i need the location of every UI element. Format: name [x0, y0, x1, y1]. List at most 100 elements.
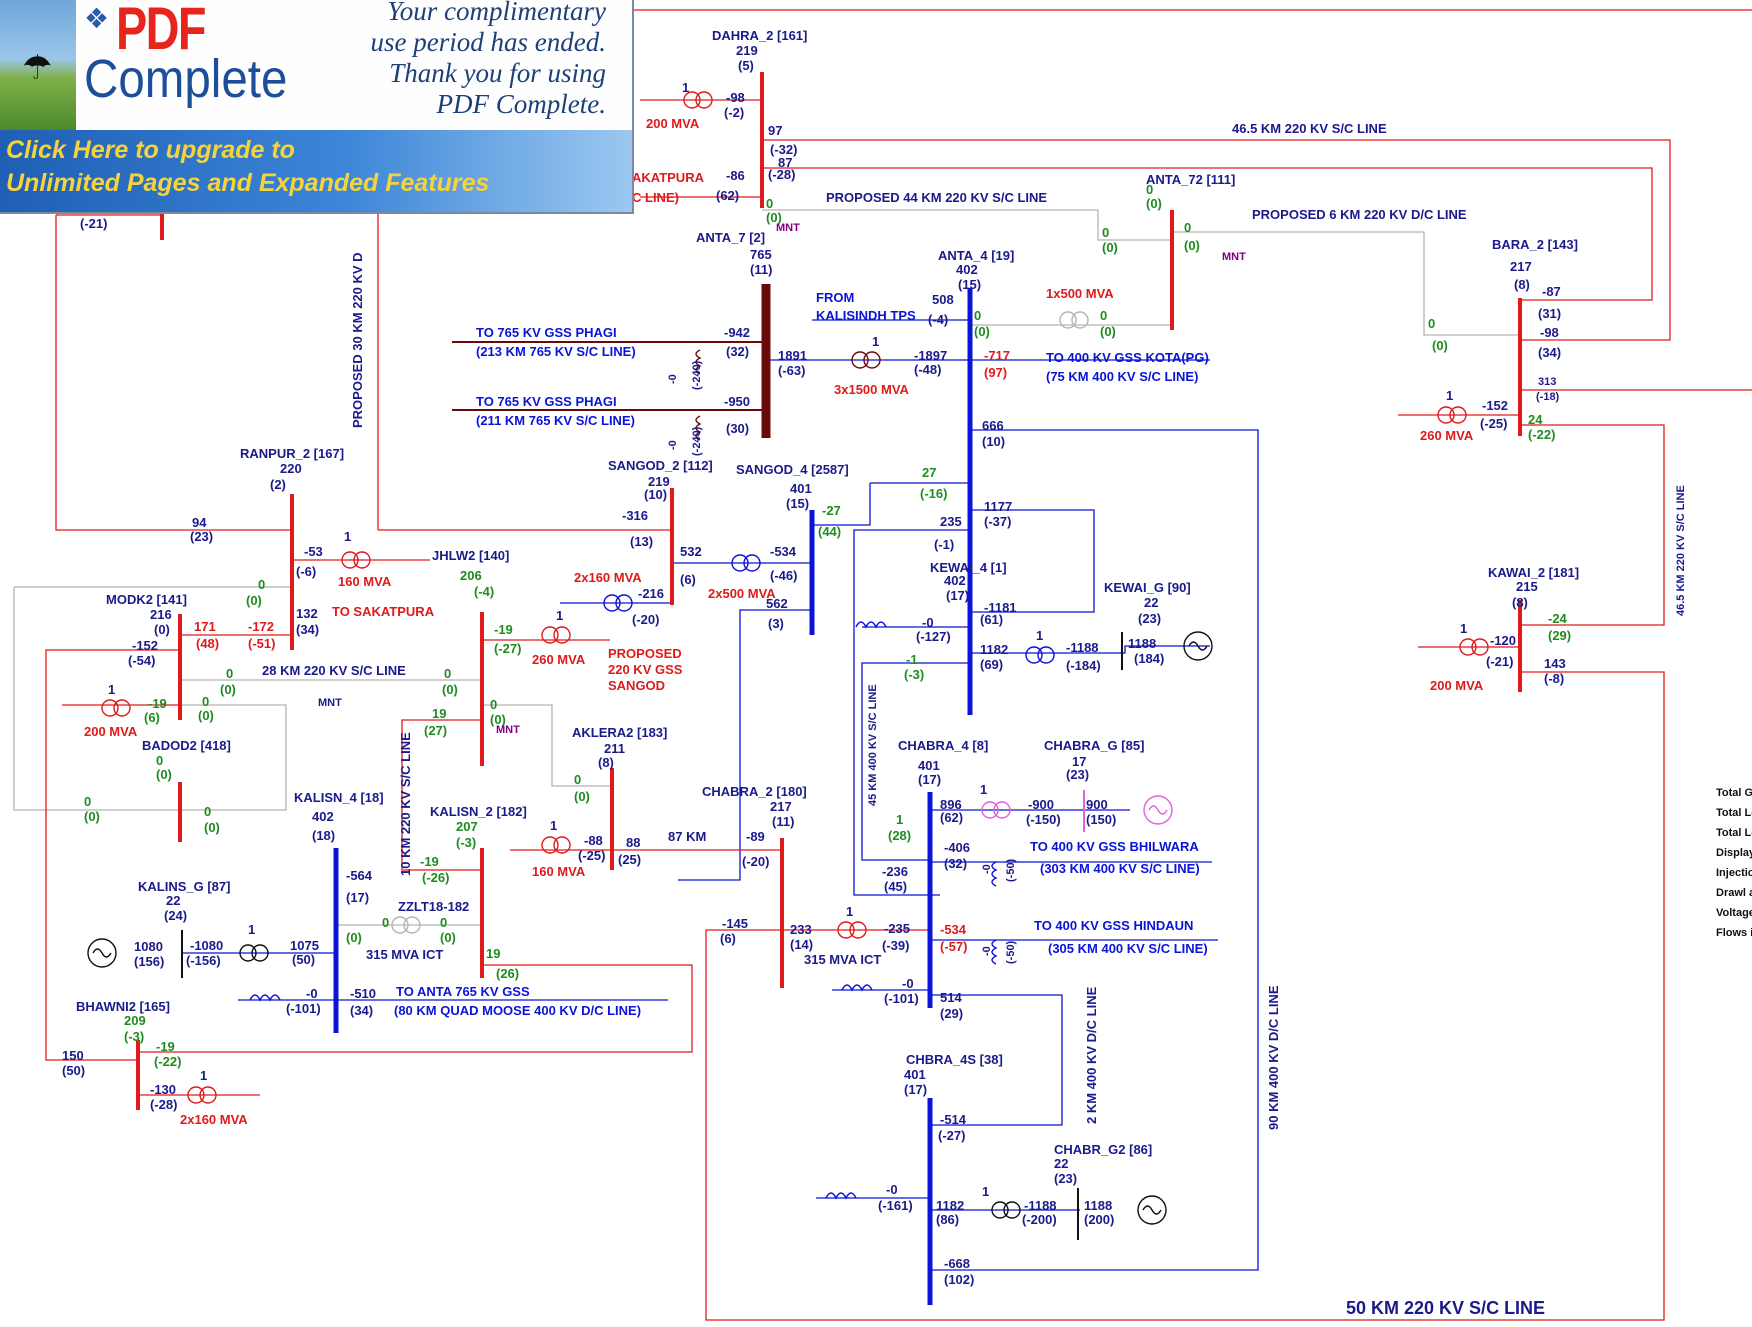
- kawai-m120: -120: [1490, 633, 1516, 648]
- line-sangod4-562: [678, 609, 812, 881]
- ranpur-34: (34): [296, 622, 319, 637]
- jhlw-m27: (-27): [494, 641, 521, 656]
- kewai4-angle: (17): [946, 588, 969, 603]
- anta4-zero-q: (0): [974, 324, 990, 339]
- chbra4s-bus-name: CHBRA_4S [38]: [906, 1052, 1003, 1067]
- dahra-m32: (-32): [770, 142, 797, 157]
- line-chabra-2km: [930, 994, 1063, 1126]
- modk-m54: (-54): [128, 653, 155, 668]
- generator-icon: [1137, 1195, 1167, 1225]
- chabra4-angle: (17): [918, 772, 941, 787]
- reactor-icon: [695, 349, 702, 375]
- modk-m172: -172: [248, 619, 274, 634]
- kewai-1182: 1182: [980, 642, 1008, 657]
- kalinsg-1075: 1075: [290, 938, 319, 953]
- ranpur-angle: (2): [270, 477, 286, 492]
- caption-2km: 2 KM 400 KV D/C LINE: [1084, 986, 1099, 1124]
- pdf-complete-banner[interactable]: ☂ ❖ PDF Complete Your complimentary use …: [0, 0, 634, 214]
- badod-left-zero: 0: [84, 794, 91, 809]
- reactor-b-q: (-240): [691, 426, 703, 456]
- kawai-29: (29): [1548, 628, 1571, 643]
- sangod-27: 27: [922, 465, 936, 480]
- bhawni-m19: -19: [156, 1039, 175, 1054]
- transformer-icon: [391, 916, 421, 934]
- modk2-bus-name: MODK2 [141]: [106, 592, 187, 607]
- kewaig-184: (184): [1134, 651, 1164, 666]
- kota-q: (97): [984, 365, 1007, 380]
- transformer-icon: [603, 594, 633, 612]
- kalisn2-mva: 160 MVA: [532, 864, 586, 879]
- anta7-bus-name: ANTA_7 [2]: [696, 230, 765, 245]
- sangod4-562: 562: [766, 596, 788, 611]
- line-jhlw-aklera: [482, 704, 612, 787]
- chabra4-reactor-q: (-50): [1005, 858, 1017, 882]
- modk-zero-d: (0): [198, 708, 214, 723]
- chabra2-tap: 1: [846, 904, 853, 919]
- sangod-m1: (-1): [934, 537, 954, 552]
- chabra4-reactor-p: -0: [981, 864, 993, 874]
- hindaun-reactor-p: -0: [981, 946, 993, 956]
- transformer-icon: [341, 551, 371, 569]
- dahra-87: 87: [778, 155, 792, 170]
- upgrade-link-line[interactable]: Unlimited Pages and Expanded Features: [6, 169, 490, 197]
- aklera-zero: 0: [574, 772, 581, 787]
- l28-mnt: MNT: [318, 697, 342, 709]
- kewai-m184: (-184): [1066, 658, 1101, 673]
- line-modk-loop: [13, 587, 182, 811]
- chabra2-m39: (-39): [882, 938, 909, 953]
- modk-48: (48): [196, 636, 219, 651]
- bhawni-tap: 1: [200, 1068, 207, 1083]
- ranpur-23: (23): [190, 529, 213, 544]
- chabrag-voltage: 17: [1072, 754, 1086, 769]
- kewai4-bus-name: KEWAI_4 [1]: [930, 560, 1007, 575]
- caption-46-5km: 46.5 KM 220 KV S/C LINE: [1232, 121, 1387, 136]
- kalisn4-angle: (18): [312, 828, 335, 843]
- dahra-m28: (-28): [768, 167, 795, 182]
- sangod2-bus-name: SANGOD_2 [112]: [608, 458, 713, 473]
- kewai-69: (69): [980, 657, 1003, 672]
- caption-28km: 28 KM 220 KV S/C LINE: [262, 663, 406, 678]
- aklera-zero-q: (0): [574, 789, 590, 804]
- chbra4s-voltage: 401: [904, 1067, 926, 1082]
- transformer-icon: [101, 699, 131, 717]
- anta7-angle: (11): [750, 262, 772, 277]
- sangod2-mva2: 2x160 MVA: [574, 570, 642, 585]
- chabra2-angle: (11): [772, 814, 794, 829]
- caption-10km: 10 KM 220 KV S/C LINE: [398, 732, 413, 876]
- chabra4-b0: -0: [902, 976, 914, 991]
- bhawni-chbra4s-area: BHAWNI2 [165] 209 (-3) 150 (50) -19 (-22…: [62, 999, 1152, 1287]
- chabra2-m145: -145: [722, 916, 748, 931]
- bara-m18: (-18): [1536, 391, 1560, 403]
- bara-m25: (-25): [1480, 416, 1507, 431]
- pdf-logo-icon: ❖: [84, 2, 110, 35]
- upgrade-link-text[interactable]: Click Here to upgrade to Unlimited Pages…: [6, 134, 489, 200]
- modk-zero-c: 0: [202, 694, 209, 709]
- upgrade-link-line[interactable]: Click Here to upgrade to: [6, 136, 295, 164]
- zz-mva: 315 MVA ICT: [366, 947, 443, 962]
- modk-tap: 1: [108, 682, 115, 697]
- chabra4-m236: -236: [882, 864, 908, 879]
- transformer-icon: [991, 1201, 1021, 1219]
- dahra-mva: 200 MVA: [646, 116, 700, 131]
- chabra4-b101: (-101): [884, 991, 919, 1006]
- chabrag-900: 900: [1086, 797, 1108, 812]
- modk2-voltage: 216: [150, 607, 172, 622]
- caption-45km: 45 KM 400 KV S/C LINE: [867, 684, 879, 806]
- upgrade-link[interactable]: Click Here to upgrade to Unlimited Pages…: [0, 130, 632, 212]
- bara-31: (31): [1538, 306, 1561, 321]
- kewai-area: KEWAI_4 [1] 402 (17) -1181 (61) KEWAI_G …: [904, 560, 1191, 682]
- kewaig-angle: (23): [1138, 611, 1161, 626]
- anta4-10: (10): [982, 434, 1005, 449]
- t765-tap: 1: [872, 334, 879, 349]
- chabra2-233: 233: [790, 922, 812, 937]
- badod2-bus-name: BADOD2 [418]: [142, 738, 231, 753]
- bhilwara-label: TO 400 KV GSS BHILWARA: [1030, 839, 1199, 854]
- l28-zero-q: (0): [220, 682, 236, 697]
- banner-message-line: use period has ended.: [370, 27, 606, 57]
- kawai-mva: 200 MVA: [1430, 678, 1484, 693]
- line-kewai-gen: [968, 645, 1210, 654]
- kewai-tap: 1: [1036, 628, 1043, 643]
- ranpur-94: 94: [192, 515, 207, 530]
- kewai-m3: (-3): [904, 667, 924, 682]
